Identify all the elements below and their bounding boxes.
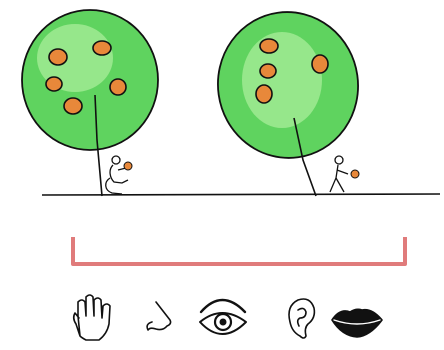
fruit (260, 39, 278, 53)
fruit (260, 64, 276, 78)
fruit (64, 98, 82, 114)
ear-icon (289, 299, 314, 338)
fruit-in-hand (351, 170, 359, 178)
fruit-in-hand (124, 162, 132, 170)
senses-row (74, 295, 382, 340)
sitting-person-left (106, 156, 128, 194)
fruit (46, 77, 62, 91)
nose-icon (147, 302, 170, 330)
lips-icon (332, 309, 382, 337)
fruit (49, 49, 67, 65)
tree-right-foliage-highlight (242, 32, 322, 128)
eye-icon (200, 300, 246, 334)
bracket (73, 237, 405, 264)
fruit (93, 41, 111, 55)
tree-left (22, 10, 158, 196)
hand-icon (74, 295, 110, 340)
sitting-person-right (330, 156, 348, 192)
tree-right (209, 3, 368, 196)
fruit (312, 55, 328, 73)
fruit (256, 85, 272, 103)
fruit (110, 79, 126, 95)
